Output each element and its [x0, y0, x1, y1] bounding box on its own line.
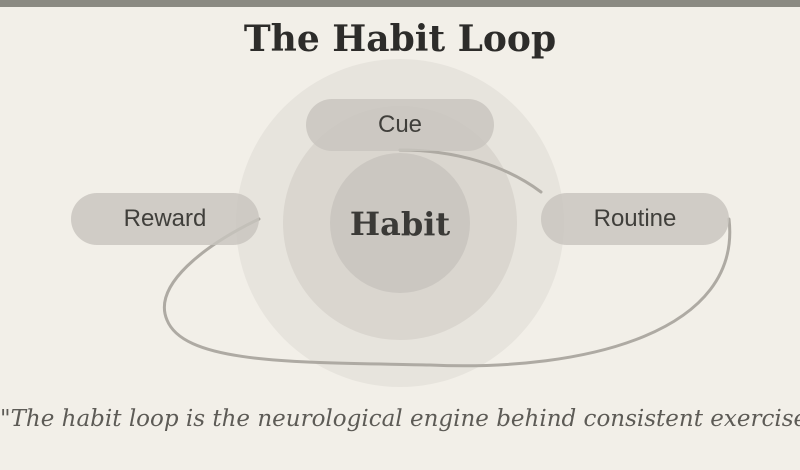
- routine-to-reward-connector: [163, 217, 732, 368]
- cue-stage: Cue: [306, 99, 494, 151]
- quote-banner: "The habit loop is the neurological engi…: [0, 403, 800, 435]
- routine-stage: Routine: [541, 193, 729, 245]
- top-accent-bar: [0, 0, 800, 7]
- quote-text: "The habit loop is the neurological engi…: [0, 406, 800, 432]
- reward-stage: Reward: [71, 193, 259, 245]
- inner-ring: [330, 153, 470, 293]
- habit-center-label: Habit: [349, 205, 451, 243]
- diagram-title: The Habit Loop: [243, 18, 557, 60]
